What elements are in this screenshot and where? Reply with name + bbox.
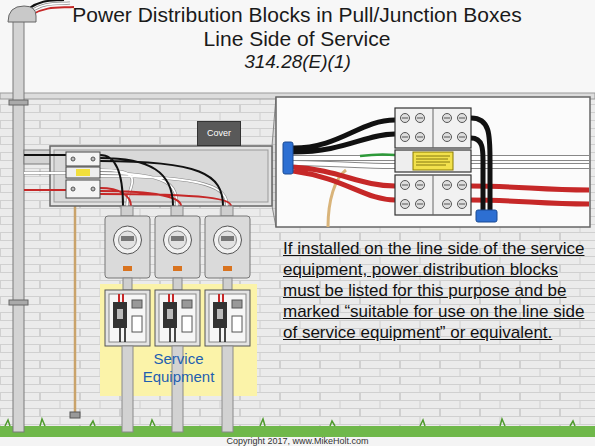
ground-wire bbox=[74, 206, 77, 414]
service-disconnect bbox=[105, 278, 150, 432]
node-label: Cover bbox=[198, 122, 240, 145]
copyright-notice: Copyright 2017, www.MikeHolt.com bbox=[0, 436, 595, 446]
inset-detail bbox=[433, 108, 434, 148]
inset-detail bbox=[401, 181, 410, 190]
service-mast bbox=[13, 20, 24, 432]
pull-box bbox=[71, 157, 75, 161]
pull-box bbox=[24, 189, 66, 191]
pull-box bbox=[24, 154, 66, 156]
meter-base bbox=[205, 216, 250, 278]
inset-detail bbox=[416, 133, 425, 142]
inset-detail bbox=[401, 200, 410, 209]
inset-detail bbox=[395, 175, 471, 215]
inset-detail bbox=[360, 154, 395, 156]
inset-detail bbox=[413, 152, 453, 170]
inset-detail bbox=[395, 108, 471, 148]
inset-detail bbox=[443, 200, 452, 209]
service-disconnect bbox=[205, 278, 250, 432]
code-reference: 314.28(E)(1) bbox=[0, 51, 595, 73]
inset-detail bbox=[458, 133, 467, 142]
inset-detail bbox=[401, 133, 410, 142]
inset-detail bbox=[476, 210, 497, 222]
meter-base bbox=[155, 216, 200, 278]
inset-detail bbox=[433, 175, 434, 215]
footer-strip bbox=[0, 437, 595, 446]
meter-base bbox=[121, 206, 133, 216]
cover-plate: Cover bbox=[197, 121, 241, 146]
pull-box bbox=[66, 152, 100, 166]
pull-box bbox=[24, 146, 272, 206]
service-disconnect bbox=[105, 278, 250, 432]
inset-detail bbox=[443, 181, 452, 190]
inset-detail bbox=[458, 181, 467, 190]
inset-detail bbox=[395, 150, 471, 172]
inset-detail bbox=[458, 114, 467, 123]
pull-box bbox=[24, 150, 52, 164]
pull-box bbox=[91, 187, 95, 191]
inset-detail bbox=[416, 156, 450, 165]
pull-box bbox=[50, 146, 272, 206]
meter-base bbox=[221, 206, 233, 216]
inset-detail bbox=[416, 181, 425, 190]
pull-box bbox=[76, 169, 90, 176]
pull-box bbox=[100, 155, 223, 206]
pull-box bbox=[24, 172, 66, 175]
brick-wall bbox=[0, 98, 595, 428]
pull-box bbox=[100, 188, 231, 206]
inset-detail bbox=[443, 114, 452, 123]
ground-wire bbox=[70, 206, 80, 418]
pull-box bbox=[71, 187, 75, 191]
inset-detail bbox=[443, 133, 452, 142]
inset-detail bbox=[416, 200, 425, 209]
meter-base bbox=[105, 216, 150, 278]
node-label: Service Equipment bbox=[131, 350, 226, 386]
inset-detail bbox=[471, 118, 490, 212]
service-disconnect bbox=[155, 278, 200, 432]
pull-box bbox=[24, 172, 66, 174]
service-mast bbox=[8, 6, 36, 22]
grass-blades bbox=[5, 419, 575, 426]
inset-detail bbox=[401, 114, 410, 123]
service-mast bbox=[9, 100, 28, 105]
callout-note: If installed on the line side of the ser… bbox=[283, 238, 589, 343]
service-mast bbox=[31, 7, 74, 15]
diagram-title: Power Distribution Blocks in Pull/Juncti… bbox=[62, 3, 532, 51]
inset-detail bbox=[276, 97, 590, 227]
inset-detail bbox=[458, 200, 467, 209]
ground-wire bbox=[70, 412, 80, 418]
pull-box bbox=[66, 180, 100, 198]
service-mast bbox=[8, 0, 74, 432]
pull-box bbox=[91, 157, 95, 161]
meter-base bbox=[105, 206, 250, 278]
grass bbox=[0, 426, 595, 437]
inset-detail bbox=[416, 114, 425, 123]
meter-base bbox=[171, 206, 183, 216]
inset-detail bbox=[276, 97, 590, 227]
service-mast bbox=[9, 300, 28, 305]
inset-detail bbox=[293, 120, 395, 152]
inset-detail bbox=[283, 142, 293, 174]
pull-box bbox=[66, 167, 100, 178]
